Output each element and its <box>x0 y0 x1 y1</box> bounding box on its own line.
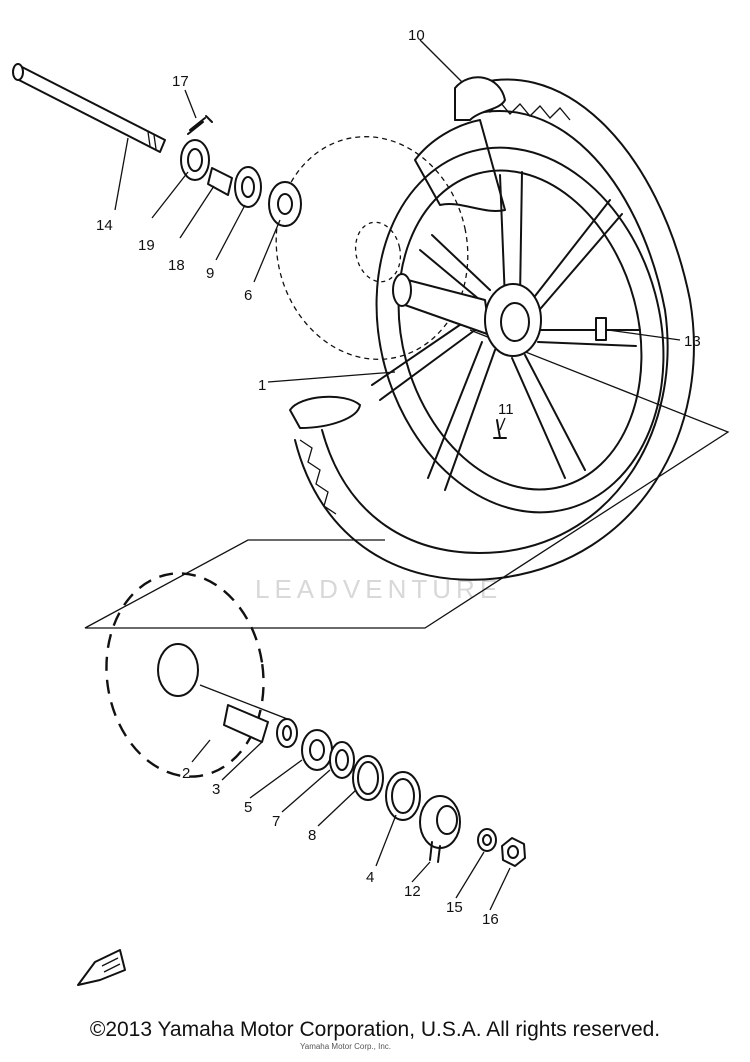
circlip-ring <box>352 755 384 801</box>
meter-gear-unit <box>419 795 461 863</box>
callout-15: 15 <box>446 899 463 916</box>
callout-1: 1 <box>258 377 266 394</box>
tire-cutaway-top <box>454 76 506 121</box>
front-direction-arrow <box>77 949 126 986</box>
hub-left-end <box>392 273 412 307</box>
hub-center-bore <box>500 302 530 342</box>
callout-5: 5 <box>244 799 252 816</box>
callout-19: 19 <box>138 237 155 254</box>
balance-weight <box>595 317 607 341</box>
wheel-assembly <box>289 76 695 581</box>
callout-9: 9 <box>206 265 214 282</box>
callout-17: 17 <box>172 73 189 90</box>
oil-seal-lower <box>329 741 355 779</box>
oil-seal-upper <box>180 139 210 181</box>
lower-brake-disc <box>105 572 265 778</box>
leader-lines <box>114 39 681 911</box>
copyright-footer: ©2013 Yamaha Motor Corporation, U.S.A. A… <box>89 1018 661 1041</box>
wheel-hub <box>392 273 542 357</box>
spacer-lower <box>276 718 298 748</box>
callout-3: 3 <box>212 781 220 798</box>
axle-nut <box>501 837 526 867</box>
watermark: LEADVENTURE <box>255 574 502 604</box>
callout-8: 8 <box>308 827 316 844</box>
callout-2: 2 <box>182 765 190 782</box>
dust-cover-ring <box>385 771 421 821</box>
washer <box>477 828 497 852</box>
axle-upper <box>12 63 166 153</box>
callout-10: 10 <box>408 27 425 44</box>
callout-12: 12 <box>404 883 421 900</box>
tire-section <box>414 119 506 212</box>
cotter-pin <box>187 115 213 135</box>
bearing-lower <box>301 729 333 771</box>
callout-11: 11 <box>498 401 514 418</box>
tire-inner-edge <box>321 110 669 554</box>
bearing-upper-inner <box>234 166 262 208</box>
callout-16: 16 <box>482 911 499 928</box>
spacer-collar <box>207 167 233 196</box>
callout-13: 13 <box>684 333 701 350</box>
rim-outer <box>375 146 665 514</box>
bearing-upper-outer <box>268 181 302 227</box>
wheel-spokes <box>371 171 641 491</box>
tire-outer-edge <box>294 78 695 581</box>
axle-centerline <box>199 684 291 721</box>
callout-14: 14 <box>96 217 113 234</box>
tire-cutaway-bottom <box>289 395 361 429</box>
callout-4: 4 <box>366 869 374 886</box>
upper-brake-disc <box>275 136 469 360</box>
callout-6: 6 <box>244 287 252 304</box>
callout-18: 18 <box>168 257 185 274</box>
callout-7: 7 <box>272 813 280 830</box>
valve-stem <box>493 419 507 439</box>
fine-print: Yamaha Motor Corp., Inc. <box>300 1042 391 1051</box>
